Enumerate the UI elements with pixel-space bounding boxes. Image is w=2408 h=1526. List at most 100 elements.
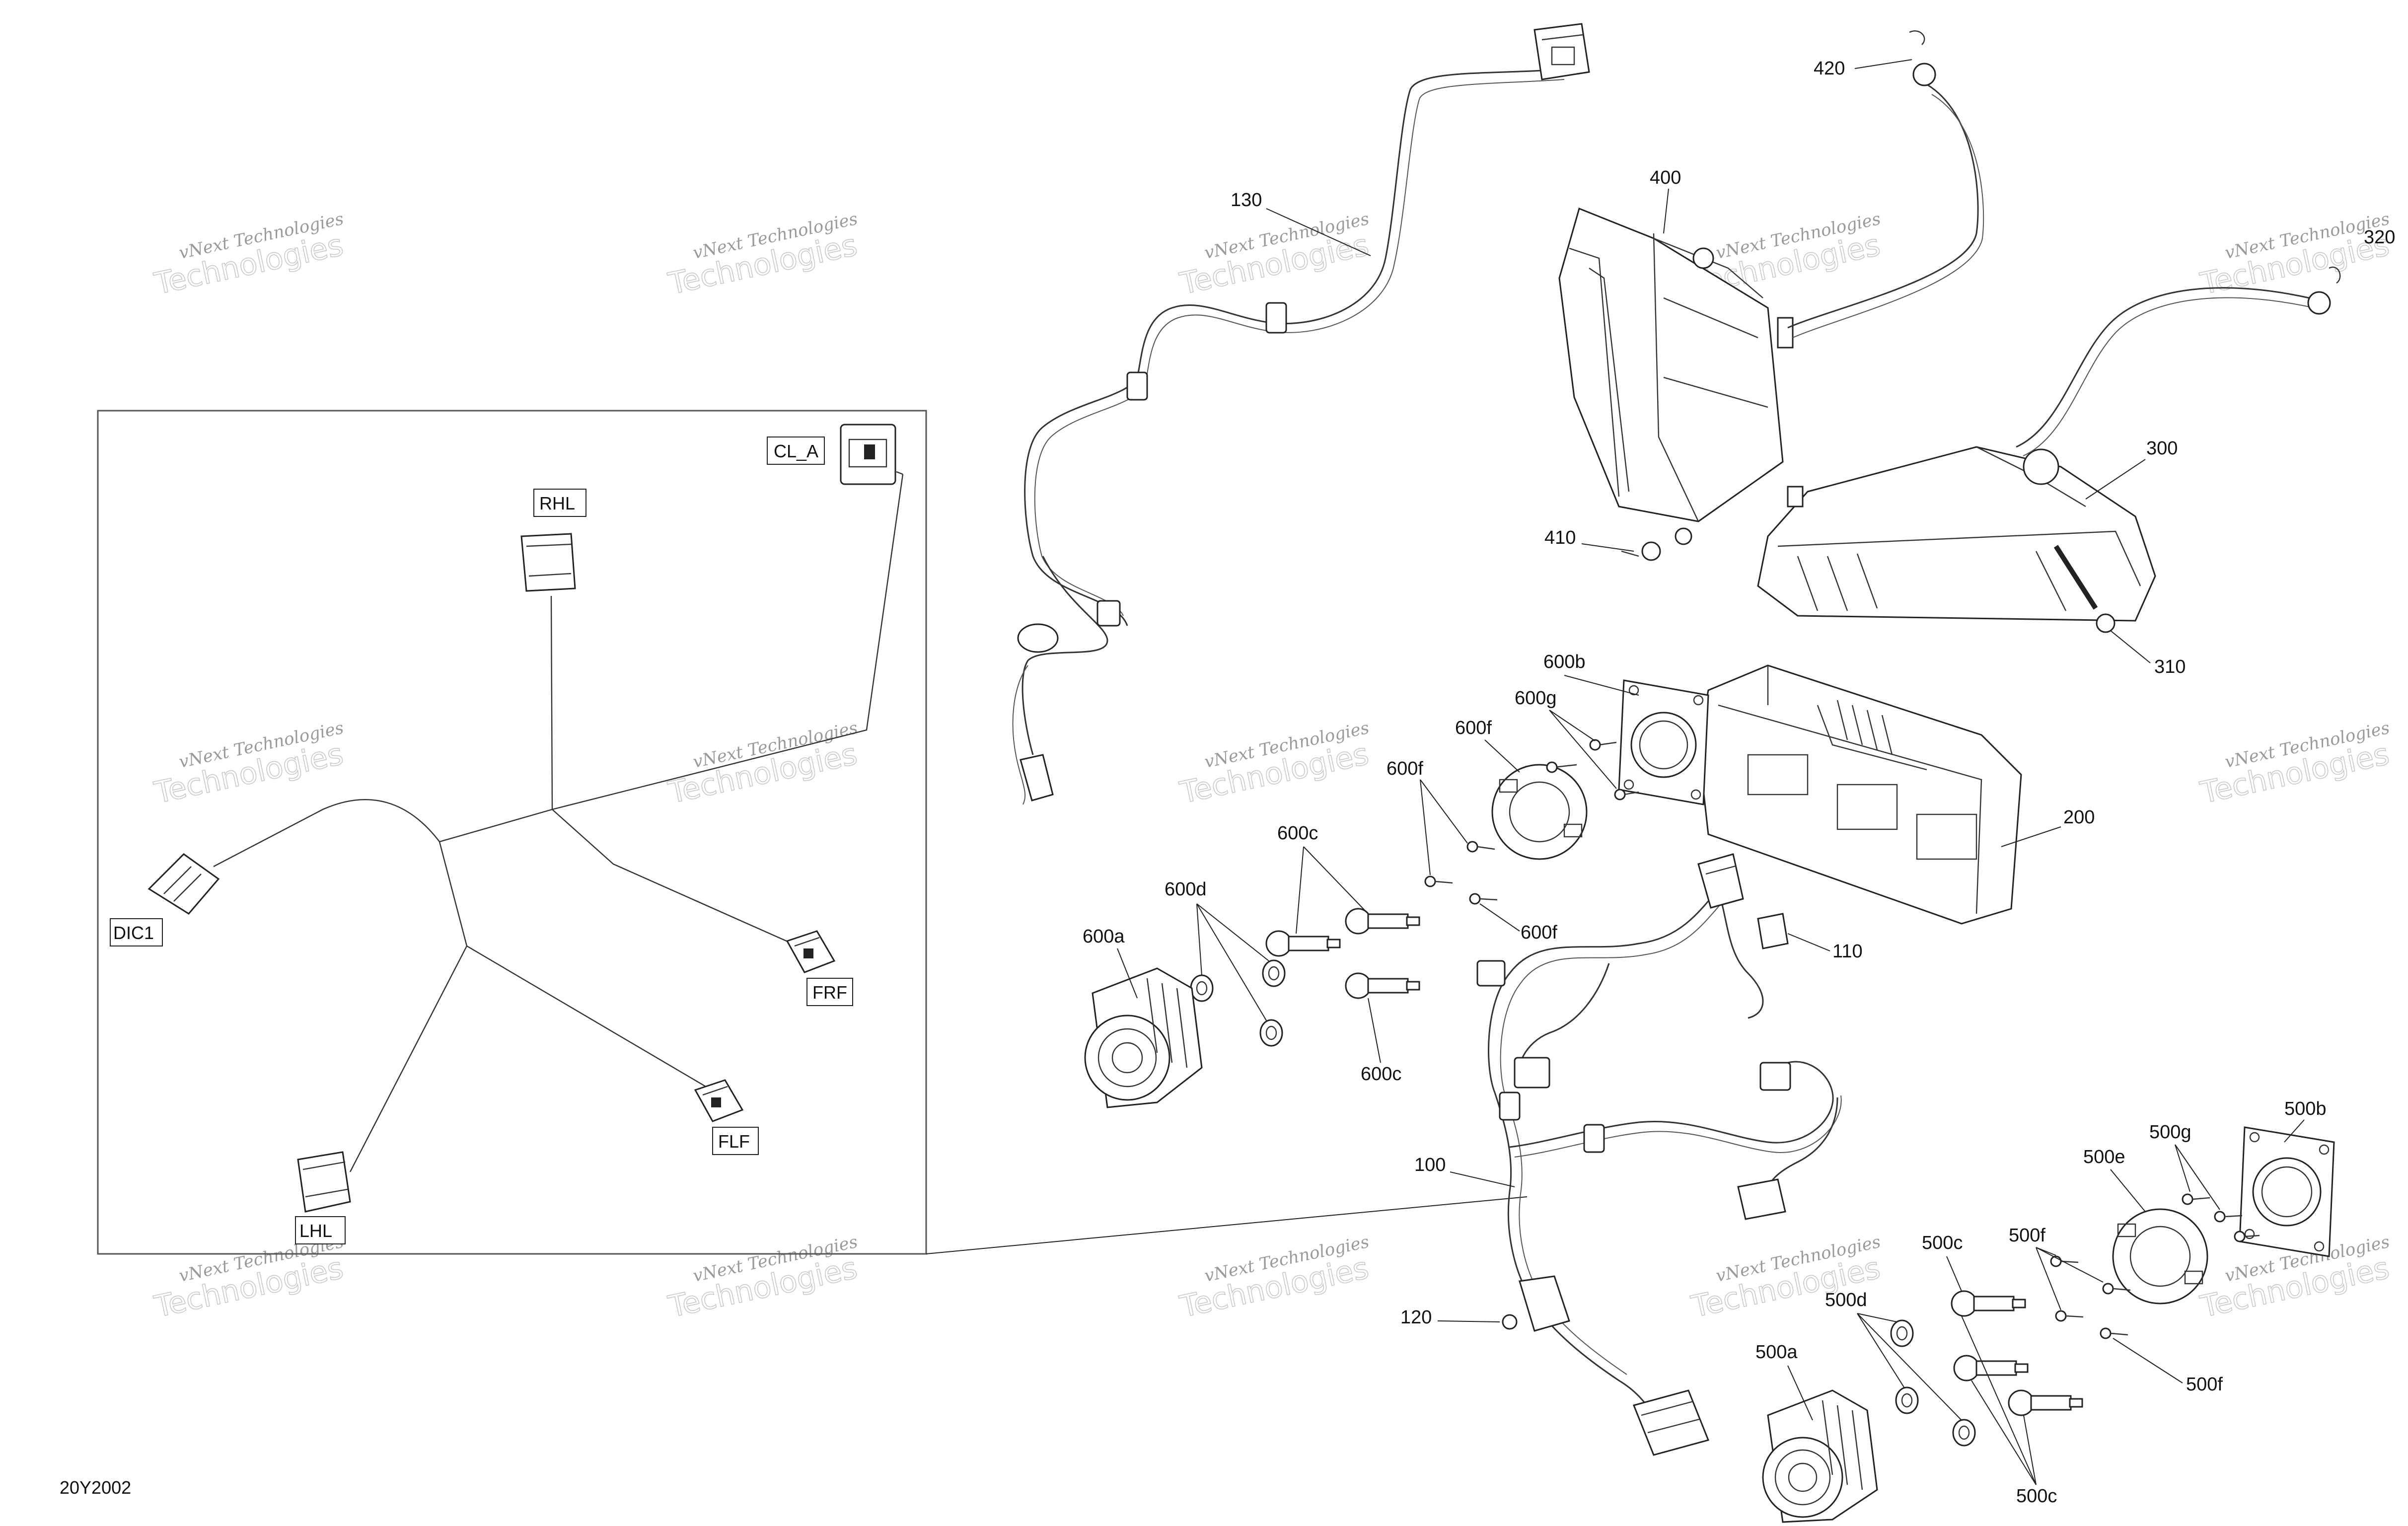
- bulbs-500c: [1951, 1290, 2083, 1416]
- watermark: Technologies vNext Technologies: [665, 1232, 861, 1325]
- bulb-420: [1787, 30, 1984, 338]
- rings-600d: [1190, 959, 1286, 1047]
- callout-420: 420: [1814, 58, 1845, 79]
- label-flf: FLF: [718, 1131, 750, 1152]
- watermark: Technologies vNext Technologies: [151, 1232, 347, 1325]
- watermark: Technologies vNext Technologies: [1176, 718, 1372, 811]
- leader-200: [2001, 826, 2061, 847]
- harness-100-connector-mid: [1514, 1057, 1550, 1089]
- label-box-cl-a: [767, 436, 825, 465]
- fog-light-600a: [1084, 967, 1203, 1108]
- callout-500a: 500a: [1755, 1342, 1798, 1363]
- gasket-500b: [2239, 1126, 2335, 1257]
- callout-110: 110: [1832, 941, 1863, 962]
- callout-600f-c: 600f: [1521, 922, 1557, 943]
- callout-500e: 500e: [2083, 1147, 2125, 1167]
- callout-600f-a: 600f: [1455, 718, 1492, 738]
- leader-130: [1266, 208, 1371, 256]
- headlight-400: [1558, 207, 1794, 545]
- leader-310: [2110, 630, 2151, 663]
- watermark: Technologies vNext Technologies: [665, 718, 861, 811]
- nut-120: [1502, 1314, 1518, 1330]
- callout-500g: 500g: [2149, 1122, 2191, 1143]
- watermark: Technologies vNext Technologies: [1176, 1232, 1372, 1325]
- inset-schematic: CL_A RHL DIC1 FRF: [97, 410, 1528, 1255]
- harness-130-clip: [1265, 302, 1287, 334]
- label-box-dic1: [110, 918, 163, 946]
- watermark: Technologies vNext Technologies: [151, 209, 347, 302]
- callout-310: 310: [2154, 656, 2186, 677]
- connector-flf: [694, 1079, 744, 1122]
- bracket-ring-600: [1491, 764, 1588, 860]
- leader-400: [1663, 188, 1669, 234]
- callout-600a: 600a: [1083, 926, 1125, 947]
- harness-100-clip: [1499, 1091, 1521, 1121]
- screws-600f: [1424, 841, 1498, 905]
- label-cl-a: CL_A: [774, 441, 818, 461]
- connector-cl-a: [840, 424, 896, 485]
- label-box-flf: [712, 1127, 759, 1155]
- callout-600f-b: 600f: [1386, 758, 1423, 779]
- label-frf: FRF: [812, 982, 847, 1003]
- callout-500b: 500b: [2284, 1098, 2327, 1119]
- harness-100-connector-bottom: [1632, 1389, 1710, 1456]
- harness-100-connector-lower: [1737, 1178, 1786, 1220]
- bulbs-600c: [1265, 908, 1420, 999]
- callout-100: 100: [1414, 1155, 1446, 1175]
- bracket-ring-500e: [2112, 1208, 2208, 1305]
- harness-100-grommet: [1519, 1275, 1570, 1332]
- bulb-320: [2016, 266, 2341, 456]
- callout-600d: 600d: [1165, 879, 1207, 900]
- callout-500f-a: 500f: [2009, 1225, 2045, 1246]
- callout-120: 120: [1400, 1307, 1432, 1328]
- callout-600c-b: 600c: [1361, 1064, 1401, 1085]
- harness-130-bottom-connector: [1017, 623, 1059, 801]
- watermark: Technologies vNext Technologies: [2197, 718, 2393, 811]
- harness-100-connector-left: [1476, 960, 1506, 987]
- harness-130-clip: [1126, 371, 1148, 401]
- label-box-lhl: [295, 1216, 346, 1244]
- screw-410: [1621, 541, 1661, 561]
- callout-500c-b: 500c: [2016, 1486, 2057, 1507]
- harness-130-clip: [1096, 600, 1121, 627]
- gasket-600b: [1618, 679, 1709, 805]
- label-lhl: LHL: [299, 1221, 332, 1241]
- harness-130: [1012, 23, 1590, 805]
- leader-420: [1854, 59, 1912, 69]
- inset-wiring: [213, 471, 904, 1172]
- label-box-rhl: [533, 489, 586, 517]
- watermark: Technologies vNext Technologies: [151, 718, 347, 811]
- callout-320: 320: [2364, 227, 2395, 248]
- watermark: Technologies vNext Technologies: [1688, 1232, 1884, 1325]
- callout-400: 400: [1650, 167, 1681, 188]
- watermark: Technologies vNext Technologies: [1176, 209, 1372, 302]
- callout-500c-a: 500c: [1922, 1233, 1963, 1253]
- connector-rhl: [520, 533, 576, 592]
- label-dic1: DIC1: [113, 923, 154, 943]
- callout-600b: 600b: [1543, 652, 1586, 672]
- harness-100-connector-top: [1697, 853, 1744, 909]
- harness-100-clip: [1583, 1124, 1605, 1153]
- harness-100-connector-right: [1759, 1062, 1791, 1091]
- screw-310: [2096, 613, 2116, 633]
- watermark-layer: Technologies vNext Technologies Technolo…: [151, 209, 2393, 1325]
- callout-500f-b: 500f: [2186, 1374, 2223, 1395]
- leader-300: [2085, 459, 2146, 500]
- inset-frame: [97, 410, 927, 1255]
- connector-frf: [786, 930, 836, 973]
- callout-130: 130: [1231, 190, 1262, 211]
- inset-leader-line: [926, 1196, 1528, 1254]
- callout-410: 410: [1544, 527, 1576, 548]
- callout-200: 200: [2063, 807, 2095, 828]
- label-rhl: RHL: [539, 493, 575, 513]
- rings-500d: [1890, 1319, 1976, 1447]
- leader-600f-a: [1484, 739, 1520, 773]
- harness-130-top-connector: [1533, 23, 1590, 80]
- connector-dic1: [147, 853, 220, 915]
- fog-light-500a: [1762, 1389, 1878, 1523]
- screws-500g: [2182, 1193, 2260, 1242]
- diagram-code: 20Y2002: [60, 1477, 131, 1498]
- label-box-frf: [806, 978, 853, 1006]
- harness-100-connector-110: [1757, 913, 1789, 949]
